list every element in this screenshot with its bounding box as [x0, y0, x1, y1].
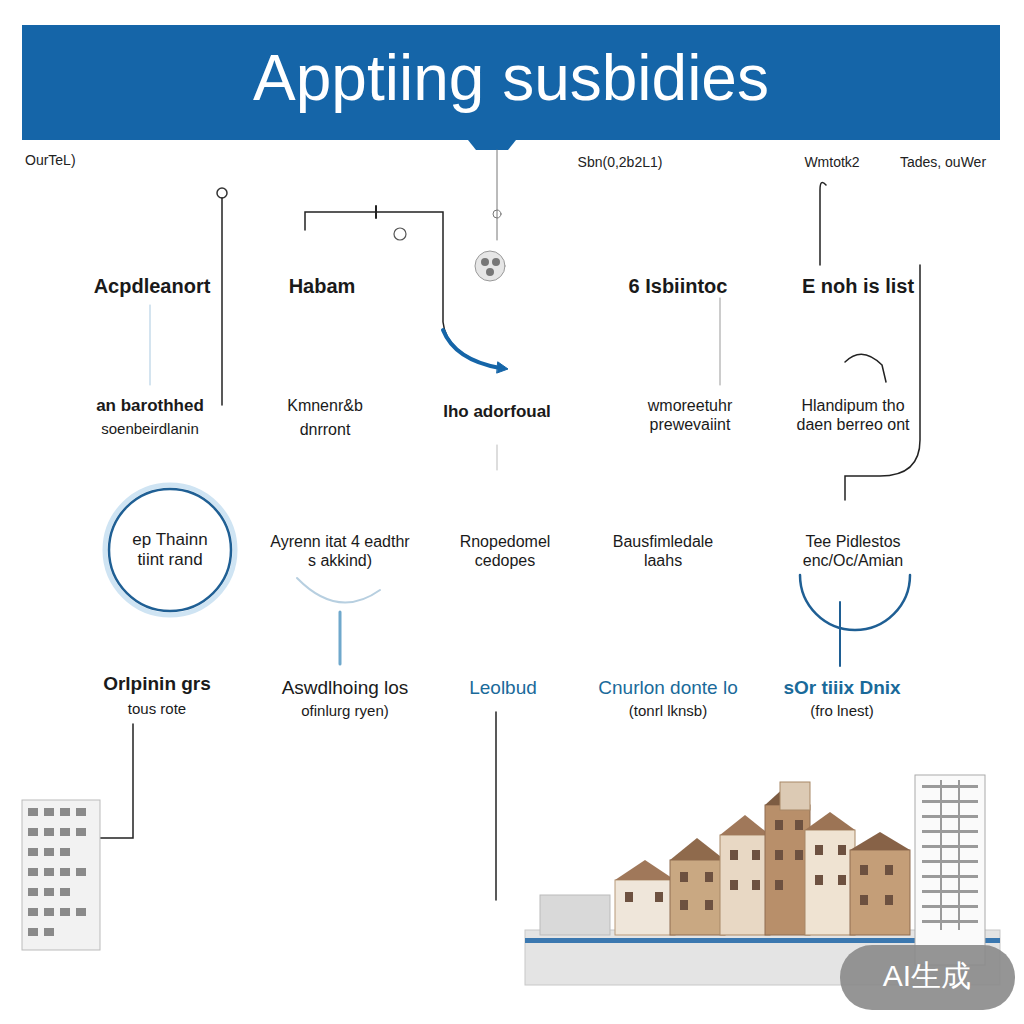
label: ofinlurg ryen) [301, 702, 389, 720]
label: Bausfimledale laahs [593, 532, 733, 570]
label: tous rote [128, 700, 186, 718]
label: wmoreetuhr prewevaiint [628, 396, 753, 434]
label: Kmnenr&b [287, 396, 363, 415]
title: Apptiing susbidies [22, 40, 1000, 117]
label: OurTeL) [25, 152, 76, 169]
node-text: ep Thainn tiint rand [123, 530, 217, 571]
label: Habam [289, 274, 356, 298]
label: Hlandipum tho daen berreo ont [786, 396, 921, 434]
label: Wmtotk2 [804, 154, 859, 171]
label: Aswdlhoing los [282, 677, 409, 700]
circle-glow [105, 485, 235, 615]
label: E noh is list [802, 274, 914, 298]
label: Cnurlon donte lo [598, 677, 737, 700]
leader-lines [100, 150, 920, 900]
label: Sbn(0,2b2L1) [578, 154, 663, 171]
label: Acpdleanort [94, 274, 211, 298]
label: Tee Pidlestos enc/Oc/Amian [783, 532, 923, 570]
label: Ayrenn itat 4 eadthr s akkind) [265, 532, 415, 570]
circle-border [109, 489, 231, 611]
label: an barothhed [96, 396, 204, 416]
watermark: AI生成 [883, 958, 971, 994]
label: sOr tiiix Dnix [783, 677, 900, 700]
label: soenbeirdlanin [101, 420, 199, 438]
title-band [22, 25, 1000, 140]
label: (tonrl lknsb) [629, 702, 707, 720]
title-tab [468, 140, 516, 150]
label: Rnopedomel cedopes [445, 532, 565, 570]
left-building [22, 800, 100, 950]
label: dnrront [300, 420, 351, 439]
label: 6 Isbiintoc [629, 274, 728, 298]
label: Iho adorfoual [443, 402, 551, 422]
label: (fro lnest) [810, 702, 873, 720]
watermark-badge [840, 945, 1015, 1010]
label: Orlpinin grs [103, 673, 211, 696]
label: Tades, ouWer [900, 154, 986, 171]
label: Leolbud [469, 677, 537, 700]
circle-node: ep Thainn tiint rand [108, 488, 232, 612]
